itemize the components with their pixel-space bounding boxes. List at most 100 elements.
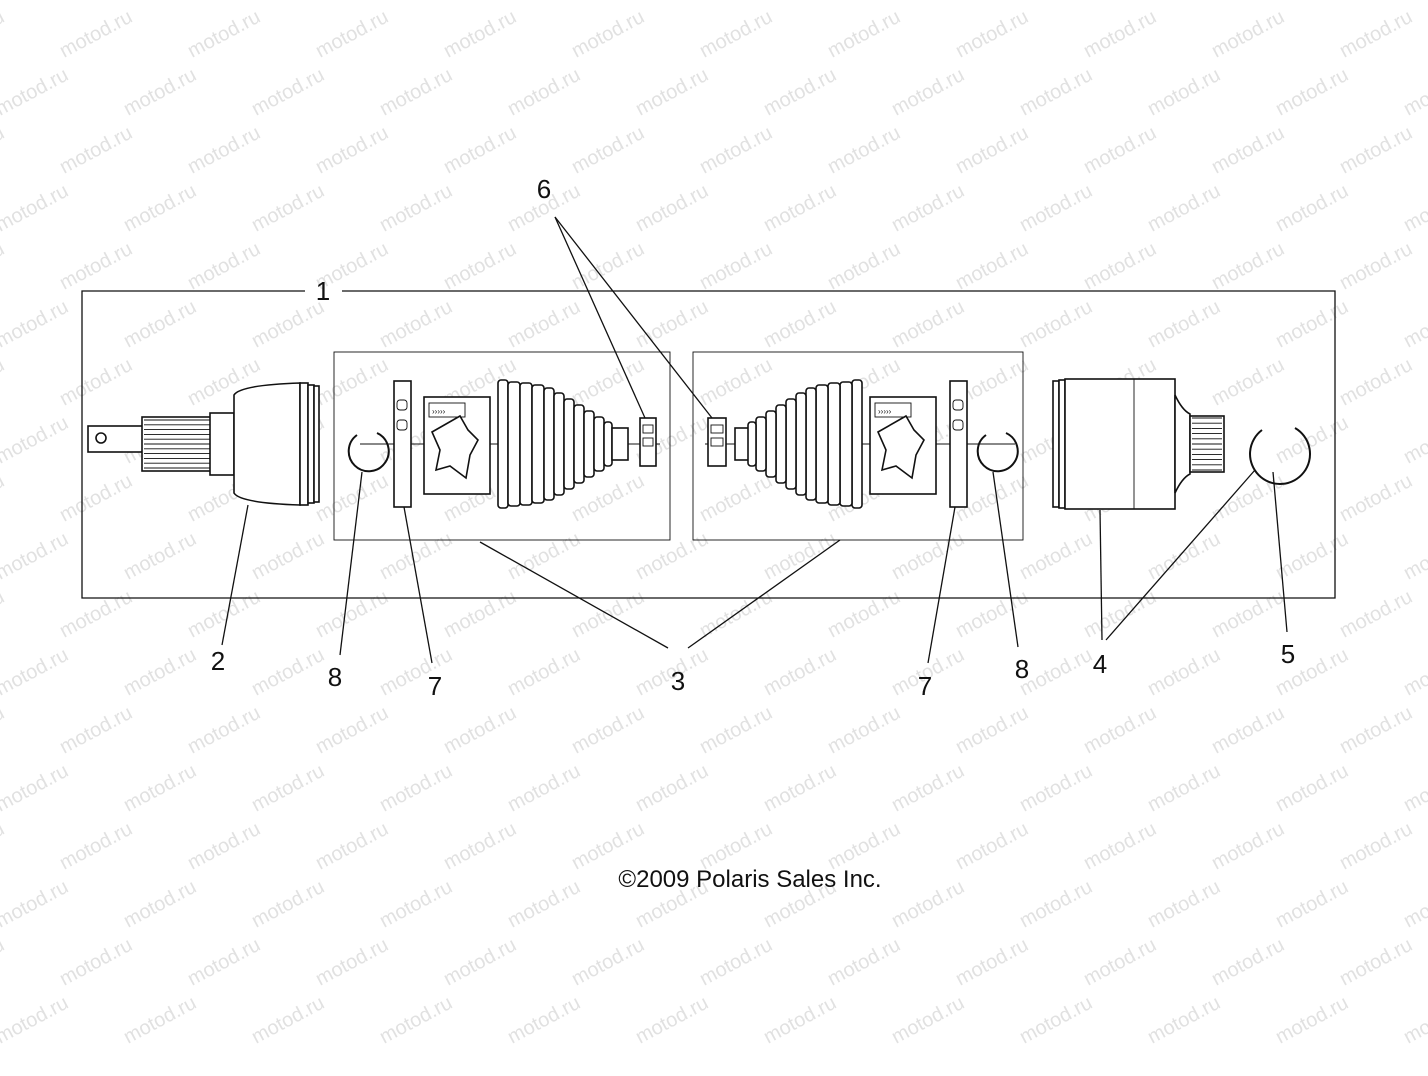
watermark-text: motod.ru: [0, 0, 72, 4]
watermark-text: motod.ru: [760, 528, 840, 584]
watermark-text: motod.ru: [248, 64, 328, 120]
watermark-text: motod.ru: [56, 354, 136, 410]
circlip-left: [347, 432, 390, 473]
watermark-text: motod.ru: [824, 702, 904, 758]
watermark-text: motod.ru: [1080, 122, 1160, 178]
clamp-band-right: [949, 380, 968, 508]
watermark-text: motod.ru: [1208, 238, 1288, 294]
watermark-text: motod.ru: [1208, 122, 1288, 178]
watermark-text: motod.ru: [0, 760, 72, 816]
watermark-text: motod.ru: [1208, 934, 1288, 990]
watermark-text: motod.ru: [568, 702, 648, 758]
watermark-text: motod.ru: [56, 818, 136, 874]
watermark-text: motod.ru: [1144, 760, 1224, 816]
watermark-text: motod.ru: [1272, 296, 1352, 352]
watermark-text: motod.ru: [120, 644, 200, 700]
watermark-text: motod.ru: [952, 122, 1032, 178]
watermark-text: motod.ru: [56, 6, 136, 62]
watermark-text: motod.ru: [0, 238, 8, 294]
watermark-text: motod.ru: [760, 992, 840, 1048]
copyright-text: ©2009 Polaris Sales Inc.: [618, 866, 881, 893]
watermark-text: motod.ru: [0, 992, 72, 1048]
watermark-text: motod.ru: [1144, 528, 1224, 584]
grease-pouch-right: ›››››: [869, 396, 937, 495]
watermark-text: motod.ru: [120, 992, 200, 1048]
leader-lines: [221, 216, 1288, 664]
watermark-text: motod.ru: [1272, 0, 1352, 4]
watermark-text: motod.ru: [504, 528, 584, 584]
watermark-text: motod.ru: [248, 876, 328, 932]
watermark-text: motod.ru: [1400, 412, 1428, 468]
watermark-text: motod.ru: [1400, 64, 1428, 120]
watermark-text: motod.ru: [0, 702, 8, 758]
watermark-text: motod.ru: [376, 0, 456, 4]
watermark-text: motod.ru: [0, 644, 72, 700]
inner-cv-joint: [1052, 378, 1225, 510]
watermark-text: motod.ru: [952, 238, 1032, 294]
watermark-text: motod.ru: [440, 702, 520, 758]
callout-7-left: 7: [428, 671, 442, 701]
watermark-text: motod.ru: [888, 296, 968, 352]
watermark-text: motod.ru: [0, 6, 8, 62]
watermark-text: motod.ru: [504, 992, 584, 1048]
watermark-text: motod.ru: [1080, 702, 1160, 758]
watermark-text: motod.ru: [1400, 528, 1428, 584]
watermark-text: motod.ru: [440, 586, 520, 642]
watermark-text: motod.ru: [312, 470, 392, 526]
watermark-text: motod.ru: [888, 0, 968, 4]
watermark-text: motod.ru: [1208, 6, 1288, 62]
assembly-outline: [81, 290, 1336, 599]
watermark-text: motod.ru: [120, 64, 200, 120]
watermark-text: motod.ru: [1336, 122, 1416, 178]
watermark-text: motod.ru: [1400, 760, 1428, 816]
watermark-text: motod.ru: [824, 122, 904, 178]
callout-3: 3: [671, 666, 685, 696]
watermark-text: motod.ru: [1016, 180, 1096, 236]
watermark-text: motod.ru: [1336, 6, 1416, 62]
watermark-text: motod.ru: [440, 934, 520, 990]
watermark-text: motod.ru: [1336, 354, 1416, 410]
boot-kit-box-right: [692, 351, 1024, 541]
watermark-text: motod.ru: [312, 586, 392, 642]
watermark-text: motod.ru: [824, 6, 904, 62]
watermark-text: motod.ru: [248, 0, 328, 4]
pouch-mark-right: ›››››: [878, 407, 892, 416]
watermark-text: motod.ru: [952, 702, 1032, 758]
watermark-text: motod.ru: [1016, 992, 1096, 1048]
watermark-text: motod.ru: [568, 934, 648, 990]
watermark-text: motod.ru: [1272, 528, 1352, 584]
watermark-text: motod.ru: [376, 180, 456, 236]
cv-boot-right: [734, 379, 863, 509]
watermark-text: motod.ru: [312, 122, 392, 178]
callout-7-right: 7: [918, 671, 932, 701]
watermark-text: motod.ru: [440, 6, 520, 62]
watermark-text: motod.ru: [0, 934, 8, 990]
watermark-text: motod.ru: [1208, 818, 1288, 874]
watermark-text: motod.ru: [504, 760, 584, 816]
watermark-text: motod.ru: [696, 6, 776, 62]
watermark-text: motod.ru: [504, 876, 584, 932]
watermark-text: motod.ru: [0, 180, 72, 236]
watermark-text: motod.ru: [312, 6, 392, 62]
watermark-text: motod.ru: [1080, 238, 1160, 294]
watermark-text: motod.ru: [952, 818, 1032, 874]
watermark-text: motod.ru: [120, 296, 200, 352]
watermark-text: motod.ru: [760, 644, 840, 700]
watermark-text: motod.ru: [1080, 818, 1160, 874]
watermark-text: motod.ru: [1336, 934, 1416, 990]
watermark-text: motod.ru: [1144, 180, 1224, 236]
watermark-text: motod.ru: [824, 238, 904, 294]
watermark-text: motod.ru: [952, 6, 1032, 62]
watermark-text: motod.ru: [376, 644, 456, 700]
watermark-text: motod.ru: [504, 644, 584, 700]
watermark-text: motod.ru: [1144, 64, 1224, 120]
watermark-text: motod.ru: [1208, 702, 1288, 758]
watermark-text: motod.ru: [888, 180, 968, 236]
watermark-text: motod.ru: [1016, 528, 1096, 584]
watermark-text: motod.ru: [1144, 644, 1224, 700]
watermark-text: motod.ru: [248, 992, 328, 1048]
watermark-text: motod.ru: [376, 992, 456, 1048]
watermark-text: motod.ru: [1272, 412, 1352, 468]
watermark-text: motod.ru: [120, 0, 200, 4]
watermark-text: motod.ru: [760, 0, 840, 4]
